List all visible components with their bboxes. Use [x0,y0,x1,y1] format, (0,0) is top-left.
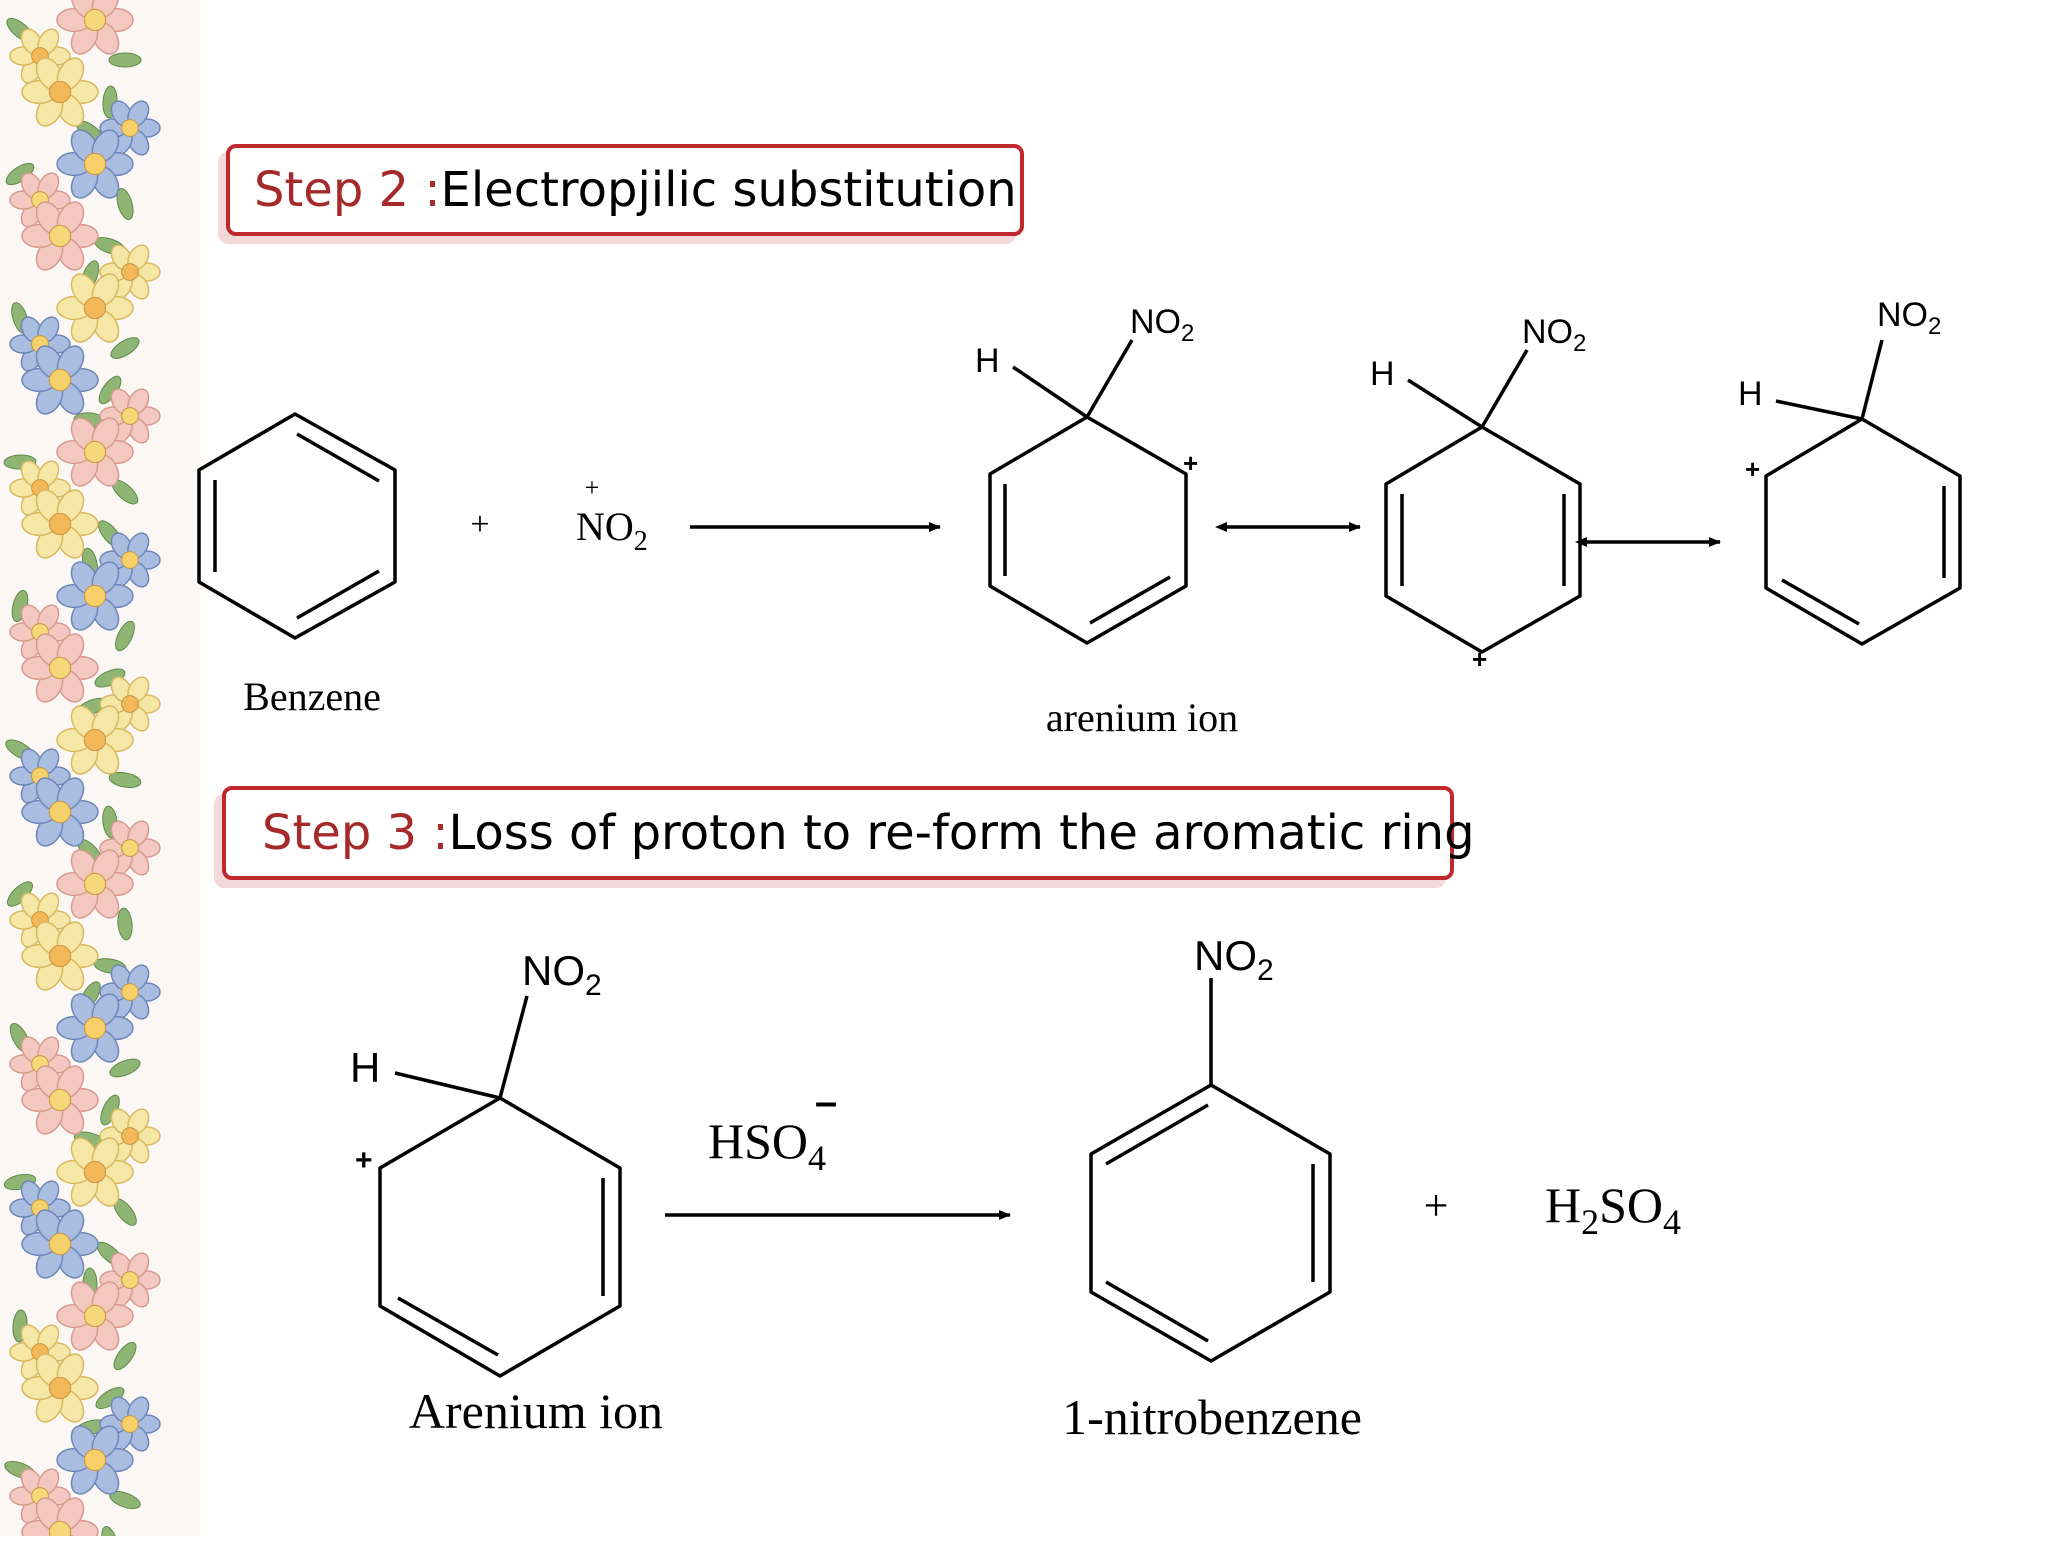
flower-icon [56,705,134,775]
flower-icon [21,1353,99,1423]
nitrobenzene-label: 1-nitrobenzene [1062,1389,1362,1445]
nitrobenzene-double-bond [1105,1280,1209,1343]
negative-charge: – [815,1080,837,1124]
flower-icon [21,633,99,703]
step-2-title: Electropjilic substitution [440,162,1017,218]
positive-charge: + [1183,448,1198,478]
c-no2-bond [498,995,529,1099]
sulfuric-acid: H2SO4 [1545,1177,1681,1242]
leaf-icon [117,907,133,941]
flower-icon [56,561,134,631]
positive-charge: + [355,1144,373,1177]
no2-group: NO2 [1877,296,1941,340]
step-3-title: Loss of proton to re-form the aromatic r… [448,805,1475,861]
c-no2-bond [1860,339,1884,420]
flower-garland-decoration [3,0,161,1541]
flower-icon [21,777,99,847]
no2-group: NO2 [1130,303,1194,347]
c-no2-bond [1085,339,1134,418]
arenium-ion-label: Arenium ion [409,1383,663,1439]
arenium-ion-label: arenium ion [1046,695,1238,740]
bisulfate-reagent: HSO4 [708,1113,826,1178]
floral-border [0,0,200,1541]
hydrogen-label: H [1370,355,1395,393]
hydrogen-label: H [975,342,1000,380]
flower-icon [56,129,134,199]
benzene-ring [197,412,397,640]
arenium-ring-2 [1384,425,1582,654]
leaf-icon [110,337,140,359]
arenium-ring-step3 [378,1096,622,1378]
flower-icon [99,1108,161,1164]
nitrobenzene-double-bond [1105,1103,1209,1166]
leaf-icon [113,1341,137,1371]
arenium-double-bond [1089,575,1171,625]
positive-charge: + [1745,454,1760,484]
c-no2-bond [1480,349,1529,428]
step-2-header: Step 2 : Electropjilic substitution [226,144,1024,236]
leaf-icon [108,772,142,788]
flower-icon [21,345,99,415]
no2-group: NO2 [1522,313,1586,357]
arenium-double-bond [1781,578,1860,626]
c-h-bond [394,1071,501,1100]
hydrogen-label: H [350,1044,380,1091]
flower-icon [56,0,134,55]
flower-icon [21,1065,99,1135]
step-3-prefix: Step 3 : [262,805,449,861]
flower-icon [56,1137,134,1207]
arenium-double-bond [397,1296,499,1357]
flower-icon [99,964,161,1020]
flower-icon [9,460,71,516]
arenium-ring-1 [988,415,1188,645]
c-h-bond [1407,378,1483,429]
plus-sign: + [1424,1181,1449,1230]
leaf-icon [115,620,135,652]
benzene-label: Benzene [243,674,381,719]
no2-group: NO2 [522,947,602,1002]
arenium-ring-3 [1764,417,1962,646]
electrophile-charge: + [585,473,600,502]
flower-icon [21,57,99,127]
benzene-double-bond [296,569,380,620]
nitrobenzene-ring [1089,1083,1332,1363]
c-h-bond [1012,365,1088,419]
leaf-icon [109,1058,141,1078]
nitronium-ion: NO2 [576,504,648,557]
step-3-header: Step 3 : Loss of proton to re-form the a… [222,786,1475,880]
step-2-prefix: Step 2 : [254,162,441,218]
hydrogen-label: H [1738,375,1763,413]
plus-sign: + [470,506,489,543]
flower-icon [21,489,99,559]
positive-charge: + [1472,644,1487,674]
flower-icon [56,273,134,343]
flower-icon [21,201,99,271]
flower-icon [21,921,99,991]
flower-icon [56,849,134,919]
c-h-bond [1775,399,1863,421]
leaf-icon [108,52,142,68]
flower-icon [56,1425,134,1495]
leaf-icon [116,187,134,221]
flower-icon [56,1281,134,1351]
no2-group: NO2 [1194,932,1274,987]
flower-icon [56,993,134,1063]
flower-icon [56,417,134,487]
benzene-double-bond [296,432,380,483]
flower-icon [21,1209,99,1279]
